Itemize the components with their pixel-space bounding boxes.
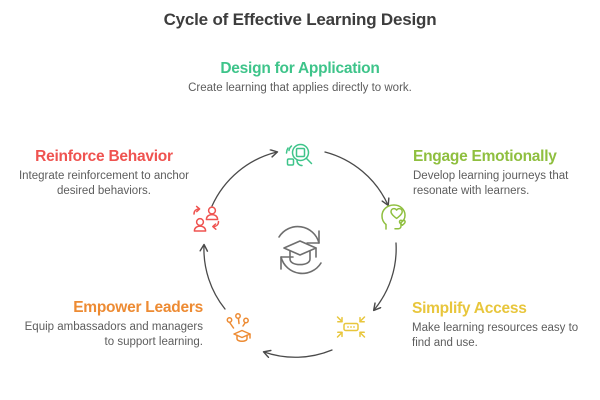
arrow-design-to-engage	[324, 151, 388, 205]
node-title: Simplify Access	[412, 300, 527, 317]
head-with-heart-icon	[375, 199, 411, 235]
arrow-reinforce-to-design	[211, 152, 277, 207]
node-description: Equip ambassadors and managers to suppor…	[24, 320, 203, 349]
page-title: Cycle of Effective Learning Design	[163, 10, 437, 29]
node-description: Integrate reinforcement to anchor desire…	[18, 169, 190, 198]
node-simplify-access: Simplify Access Make learning resources …	[412, 300, 598, 352]
arrow-engage-to-simplify	[374, 242, 397, 310]
arrow-simplify-to-empower	[264, 349, 333, 357]
node-title: Empower Leaders	[73, 299, 203, 316]
node-title: Reinforce Behavior	[35, 148, 173, 165]
node-design-for-application: Design for Application Create learning t…	[160, 60, 440, 96]
node-title: Design for Application	[220, 60, 380, 77]
two-people-arrows-icon	[189, 201, 225, 237]
node-engage-emotionally: Engage Emotionally Develop learning jour…	[413, 148, 595, 200]
node-reinforce-behavior: Reinforce Behavior Integrate reinforceme…	[6, 148, 202, 200]
expand-arrows-access-icon	[333, 309, 369, 345]
node-description: Create learning that applies directly to…	[188, 81, 412, 94]
node-description: Develop learning journeys that resonate …	[413, 169, 569, 198]
magnifier-target-icon	[281, 138, 317, 174]
node-empower-leaders: Empower Leaders Equip ambassadors and ma…	[14, 299, 204, 351]
node-description: Make learning resources easy to find and…	[412, 321, 579, 350]
arrow-empower-to-reinforce	[204, 245, 226, 310]
graduation-cap-refresh-cycle-icon	[263, 213, 337, 287]
node-title: Engage Emotionally	[413, 148, 557, 165]
graduation-cap-network-icon	[222, 309, 258, 345]
